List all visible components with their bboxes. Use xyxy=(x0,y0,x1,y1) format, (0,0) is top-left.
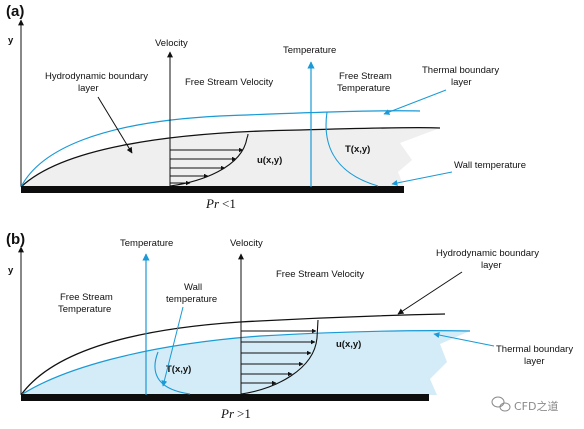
panel-a-wall xyxy=(21,186,404,193)
panel-b-temperature-label: Temperature xyxy=(120,238,173,249)
panel-a-free-stream-velocity: Free Stream Velocity xyxy=(185,77,273,88)
panel-a-free-stream-temp-l2: Temperature xyxy=(337,83,390,94)
panel-a-thermal-label-l2: layer xyxy=(451,77,472,88)
panel-b-wall xyxy=(21,394,429,401)
panel-b-prandtl-condition: Pr>1 xyxy=(220,406,251,421)
panel-a-temperature-label: Temperature xyxy=(283,45,336,56)
panel-a-t-label: T(x,y) xyxy=(345,144,370,155)
panel-b-wall-temp-l2: temperature xyxy=(166,294,217,305)
panel-b-thermal-label-l2: layer xyxy=(524,356,545,367)
panel-b-thermal-boundary-curve xyxy=(20,330,471,396)
panel-a-pr-relation: <1 xyxy=(222,196,236,211)
panel-b-y-label: y xyxy=(8,265,14,276)
panel-a-free-stream-temp-l1: Free Stream xyxy=(339,71,392,82)
panel-b-thermal-label-l1: Thermal boundary xyxy=(496,344,573,355)
panel-b-pr-relation: >1 xyxy=(237,406,251,421)
panel-a-thermal-boundary-curve xyxy=(20,110,421,188)
panel-a-pr-symbol: Pr xyxy=(205,196,220,211)
panel-a-wall-temp-pointer xyxy=(391,171,453,186)
panel-a-velocity-profile xyxy=(169,133,249,187)
watermark: CFD之道 xyxy=(491,396,558,413)
panel-b-temperature-profile xyxy=(154,351,191,395)
panel-b-free-stream-temp-l2: Temperature xyxy=(58,304,111,315)
panel-a-thermal-label-l1: Thermal boundary xyxy=(422,65,499,76)
panel-b-free-stream-velocity: Free Stream Velocity xyxy=(276,269,364,280)
panel-a-hydro-pointer xyxy=(97,96,133,154)
panel-a-hydro-label-l2: layer xyxy=(78,83,99,94)
panel-a-prandtl-condition: Pr<1 xyxy=(205,196,236,211)
wechat-icon xyxy=(491,396,511,412)
watermark-text: CFD之道 xyxy=(514,399,558,413)
panel-b-thermal-pointer xyxy=(433,332,495,347)
panel-b-tag: (b) xyxy=(6,231,25,248)
panel-b-velocity-label: Velocity xyxy=(230,238,263,249)
panel-a-thermal-pointer xyxy=(383,89,447,115)
panel-a-hydro-boundary-curve xyxy=(20,126,441,188)
panel-a-velocity-arrows xyxy=(170,147,244,186)
panel-b-free-stream-temp-l1: Free Stream xyxy=(60,292,113,303)
panel-b-velocity-profile xyxy=(240,319,319,395)
panel-a-wall-temperature: Wall temperature xyxy=(454,160,526,171)
panel-b-hydro-boundary-curve xyxy=(20,313,446,396)
panel-b-wall-temp-l1: Wall xyxy=(184,282,202,293)
panel-a-temperature-profile xyxy=(325,111,379,187)
panel-a-hydro-layer-fill xyxy=(21,127,440,187)
panel-b-u-label: u(x,y) xyxy=(336,339,361,350)
panel-b-pr-symbol: Pr xyxy=(220,406,235,421)
panel-b-wall-temp-pointer xyxy=(161,306,184,387)
panel-a-hydro-label-l1: Hydrodynamic boundary xyxy=(45,71,148,82)
panel-b-hydro-label-l1: Hydrodynamic boundary xyxy=(436,248,539,259)
panel-a-y-label: y xyxy=(8,35,14,46)
panel-a-u-label: u(x,y) xyxy=(257,155,282,166)
panel-b-thermal-layer-fill xyxy=(21,330,470,395)
panel-a-velocity-label: Velocity xyxy=(155,38,188,49)
panel-b-hydro-pointer xyxy=(397,271,463,315)
panel-a: (a) y Velocity u(x,y) Temperature T(x xyxy=(6,3,526,211)
panel-b-velocity-arrows xyxy=(241,328,317,386)
panel-a-tag: (a) xyxy=(6,3,24,20)
panel-b: (b) y Temperature T(x,y) Velocity xyxy=(6,231,573,421)
panel-b-hydro-label-l2: layer xyxy=(481,260,502,271)
panel-b-t-label: T(x,y) xyxy=(166,364,191,375)
